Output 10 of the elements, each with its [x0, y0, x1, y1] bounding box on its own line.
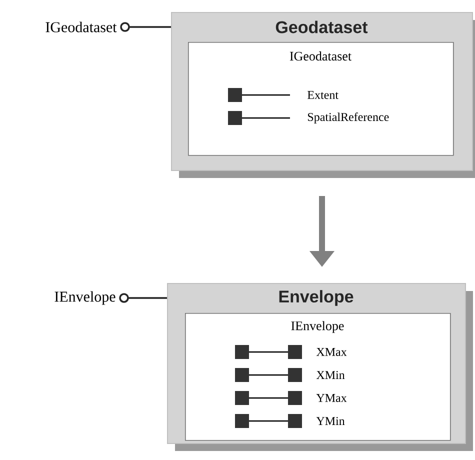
interface-label: IEnvelope: [54, 291, 116, 305]
property-name: YMax: [316, 394, 347, 402]
interface-label: IGeodataset: [46, 22, 117, 32]
property-name: YMin: [316, 417, 345, 425]
property-name: SpatialReference: [308, 112, 389, 124]
property-name: XMax: [316, 348, 347, 356]
lollipop-connector: [119, 293, 167, 303]
lollipop-connector: [120, 22, 171, 32]
property-name: Extent: [308, 91, 338, 99]
property-name: XMin: [316, 371, 345, 379]
